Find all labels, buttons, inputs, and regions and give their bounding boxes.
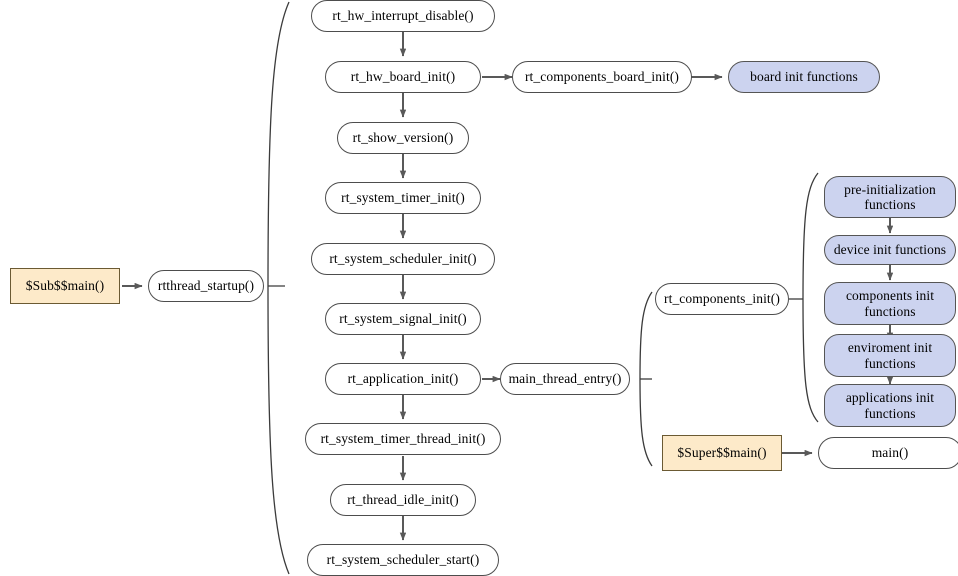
node-rt-components-board-init[interactable]: rt_components_board_init() <box>512 61 692 93</box>
node-enviroment-init-functions[interactable]: enviroment init functions <box>824 334 956 377</box>
brace-mainthread-group <box>639 291 653 467</box>
node-sub-main[interactable]: $Sub$$main() <box>10 268 120 304</box>
node-rt-thread-idle-init[interactable]: rt_thread_idle_init() <box>330 484 476 516</box>
node-rt-show-version[interactable]: rt_show_version() <box>337 122 469 154</box>
node-rt-application-init[interactable]: rt_application_init() <box>325 363 481 395</box>
node-applications-init-functions[interactable]: applications init functions <box>824 384 956 427</box>
node-rt-components-init[interactable]: rt_components_init() <box>655 283 789 315</box>
node-pre-initialization-functions[interactable]: pre-initialization functions <box>824 176 956 218</box>
node-main-thread-entry[interactable]: main_thread_entry() <box>500 363 630 395</box>
brace-startup-group <box>267 1 290 575</box>
node-rtthread-startup[interactable]: rtthread_startup() <box>148 270 264 302</box>
node-board-init-functions[interactable]: board init functions <box>728 61 880 93</box>
node-rt-hw-board-init[interactable]: rt_hw_board_init() <box>325 61 481 93</box>
node-super-main[interactable]: $Super$$main() <box>662 435 782 471</box>
node-rt-system-timer-init[interactable]: rt_system_timer_init() <box>325 182 481 214</box>
node-rt-system-signal-init[interactable]: rt_system_signal_init() <box>325 303 481 335</box>
node-rt-system-timer-thread-init[interactable]: rt_system_timer_thread_init() <box>305 423 501 455</box>
node-main[interactable]: main() <box>818 437 958 469</box>
node-rt-system-scheduler-init[interactable]: rt_system_scheduler_init() <box>311 243 495 275</box>
brace-components-group <box>802 172 819 423</box>
node-rt-hw-interrupt-disable[interactable]: rt_hw_interrupt_disable() <box>311 0 495 32</box>
node-device-init-functions[interactable]: device init functions <box>824 235 956 265</box>
node-rt-system-scheduler-start[interactable]: rt_system_scheduler_start() <box>307 544 499 576</box>
node-components-init-functions[interactable]: components init functions <box>824 282 956 325</box>
